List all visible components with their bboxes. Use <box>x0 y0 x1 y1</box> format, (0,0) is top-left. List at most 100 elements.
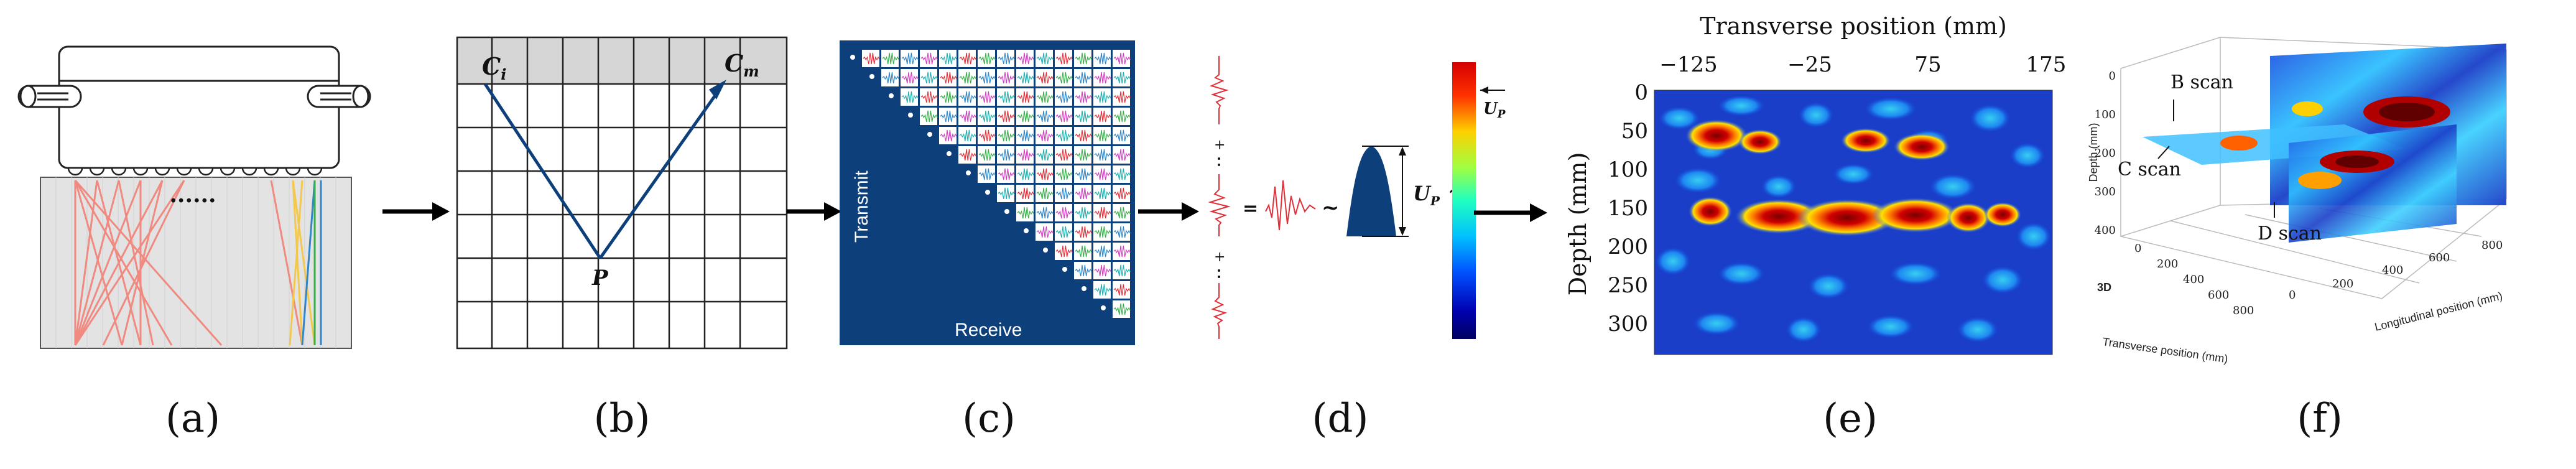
fmc-cell-signal <box>1075 72 1092 84</box>
fmc-cell-signal <box>1055 91 1073 103</box>
fmc-cell-signal <box>978 149 996 161</box>
fmc-cell-signal <box>882 52 899 65</box>
fmc-cell-signal <box>978 91 996 103</box>
arrow-b-to-c <box>787 202 841 221</box>
e-ytick-1: 50 <box>1621 119 1648 144</box>
fmc-cell-signal <box>959 129 976 142</box>
fmc-cell-signal <box>1075 187 1092 200</box>
f-ztick-2: 200 <box>2095 147 2116 160</box>
fmc-cell-signal <box>1017 207 1034 219</box>
amplitude-colorbar: UP <box>1452 62 1506 339</box>
e-ytick-6: 300 <box>1608 312 1648 337</box>
f-ytick-0: 0 <box>2289 289 2296 302</box>
fmc-cell-signal <box>1094 284 1111 296</box>
fmc-diagonal-dot <box>1024 228 1029 233</box>
fmc-cell-signal <box>1094 110 1111 123</box>
fmc-cell-signal <box>998 149 1015 161</box>
fmc-cell-signal <box>1055 110 1073 123</box>
cable-right <box>307 85 371 108</box>
fmc-cell-signal <box>1075 91 1092 103</box>
axis-transmit: Transmit <box>851 170 872 243</box>
fmc-cell-signal <box>1094 245 1111 258</box>
fmc-cell-signal <box>1075 245 1092 258</box>
f-zlabel: Depth (mm) <box>2087 123 2100 182</box>
axis-receive: Receive <box>955 320 1022 340</box>
fmc-cell-signal <box>1094 72 1111 84</box>
fmc-diagonal-dot <box>966 170 971 175</box>
signal-traces <box>1208 56 1316 339</box>
plane-c <box>2143 124 2407 165</box>
caption-b: (b) <box>593 396 651 442</box>
fmc-cell-signal <box>1094 226 1111 238</box>
fmc-cell-signal <box>978 52 996 65</box>
fmc-cell-signal <box>1094 52 1111 65</box>
fmc-diagonal-dot <box>850 55 855 60</box>
fmc-cell-signal <box>1075 52 1092 65</box>
ray-paths-right <box>270 180 322 346</box>
f-xtick-2: 400 <box>2183 273 2204 286</box>
f-xticks: 0 200 400 600 800 <box>2134 242 2254 317</box>
label-p: P <box>591 266 609 290</box>
fmc-cell-signal <box>1075 149 1092 161</box>
f-xtick-4: 800 <box>2233 304 2254 317</box>
e-title: Transverse position (mm) <box>1700 12 2007 40</box>
fmc-diagonal-dot <box>908 113 913 118</box>
fmc-cell-signal <box>1017 129 1034 142</box>
fmc-cell-signal <box>959 52 976 65</box>
fmc-cell-signal <box>920 52 938 65</box>
fmc-cell-signal <box>1017 72 1034 84</box>
f-ytick-2: 400 <box>2382 264 2403 277</box>
ray-path <box>483 83 722 259</box>
fmc-cell-signal <box>1036 72 1054 84</box>
fmc-cell-signal <box>1055 129 1073 142</box>
caption-a: (a) <box>165 396 221 442</box>
f-xtick-3: 600 <box>2208 289 2229 302</box>
fmc-cell-signal <box>1094 168 1111 180</box>
ray-paths-pink <box>74 180 223 346</box>
fmc-cell-signal <box>1055 207 1073 219</box>
fmc-cell-signal <box>920 110 938 123</box>
fmc-cell-signal <box>978 168 996 180</box>
fmc-cell-signal <box>1055 187 1073 200</box>
fmc-cell-signal <box>1017 52 1034 65</box>
fmc-cell-signal <box>1113 284 1131 296</box>
f-ztick-4: 400 <box>2095 224 2116 237</box>
fmc-diagonal-dot <box>889 93 894 98</box>
panel-e: Transverse position (mm) −125 −25 75 175… <box>1555 0 2083 469</box>
fmc-cell-signal <box>1055 245 1073 258</box>
fmc-cell-signal <box>998 91 1015 103</box>
panel-f: B scan C scan D scan 0 100 200 300 400 D… <box>2083 0 2576 469</box>
fmc-cell-signal <box>998 187 1015 200</box>
fmc-cell-signal <box>1094 91 1111 103</box>
e-xtick-1: −25 <box>1787 52 1832 77</box>
fmc-cell-signal <box>998 129 1015 142</box>
fmc-cell-signal <box>1113 264 1131 277</box>
fmc-diagonal-dot <box>1004 209 1009 214</box>
label-3d: 3D <box>2097 281 2111 294</box>
f-zticks: 0 100 200 300 400 <box>2095 70 2116 237</box>
fmc-cell-signal <box>1113 91 1131 103</box>
fmc-cell-signal <box>998 168 1015 180</box>
fmc-cell-signal <box>1113 149 1131 161</box>
fmc-cell-signal <box>1036 149 1054 161</box>
plus-1: + <box>1214 137 1225 153</box>
delay-grid-diagram: Ci Cm P <box>456 36 788 350</box>
fmc-cell-signal <box>959 149 976 161</box>
fmc-cell-signal <box>1017 110 1034 123</box>
cable-left <box>17 85 82 108</box>
arrow-d-to-e <box>1474 203 1547 222</box>
fmc-diagonal-dot <box>1062 267 1067 272</box>
fmc-cell-signal <box>1075 226 1092 238</box>
fmc-cell-signal <box>1017 168 1034 180</box>
e-xtick-2: 75 <box>1914 52 1941 77</box>
label-ci: Ci <box>482 52 506 83</box>
fmc-cell-signal <box>863 52 880 65</box>
fmc-cell-signal <box>1055 72 1073 84</box>
fmc-cell-signal <box>1055 52 1073 65</box>
fmc-cell-signal <box>940 91 957 103</box>
fmc-cell-signal <box>901 91 919 103</box>
fmc-cell-signal <box>1113 168 1131 180</box>
fmc-cell-signal <box>1113 72 1131 84</box>
fmc-cell-signal <box>901 52 919 65</box>
fmc-cell-signal <box>1036 91 1054 103</box>
